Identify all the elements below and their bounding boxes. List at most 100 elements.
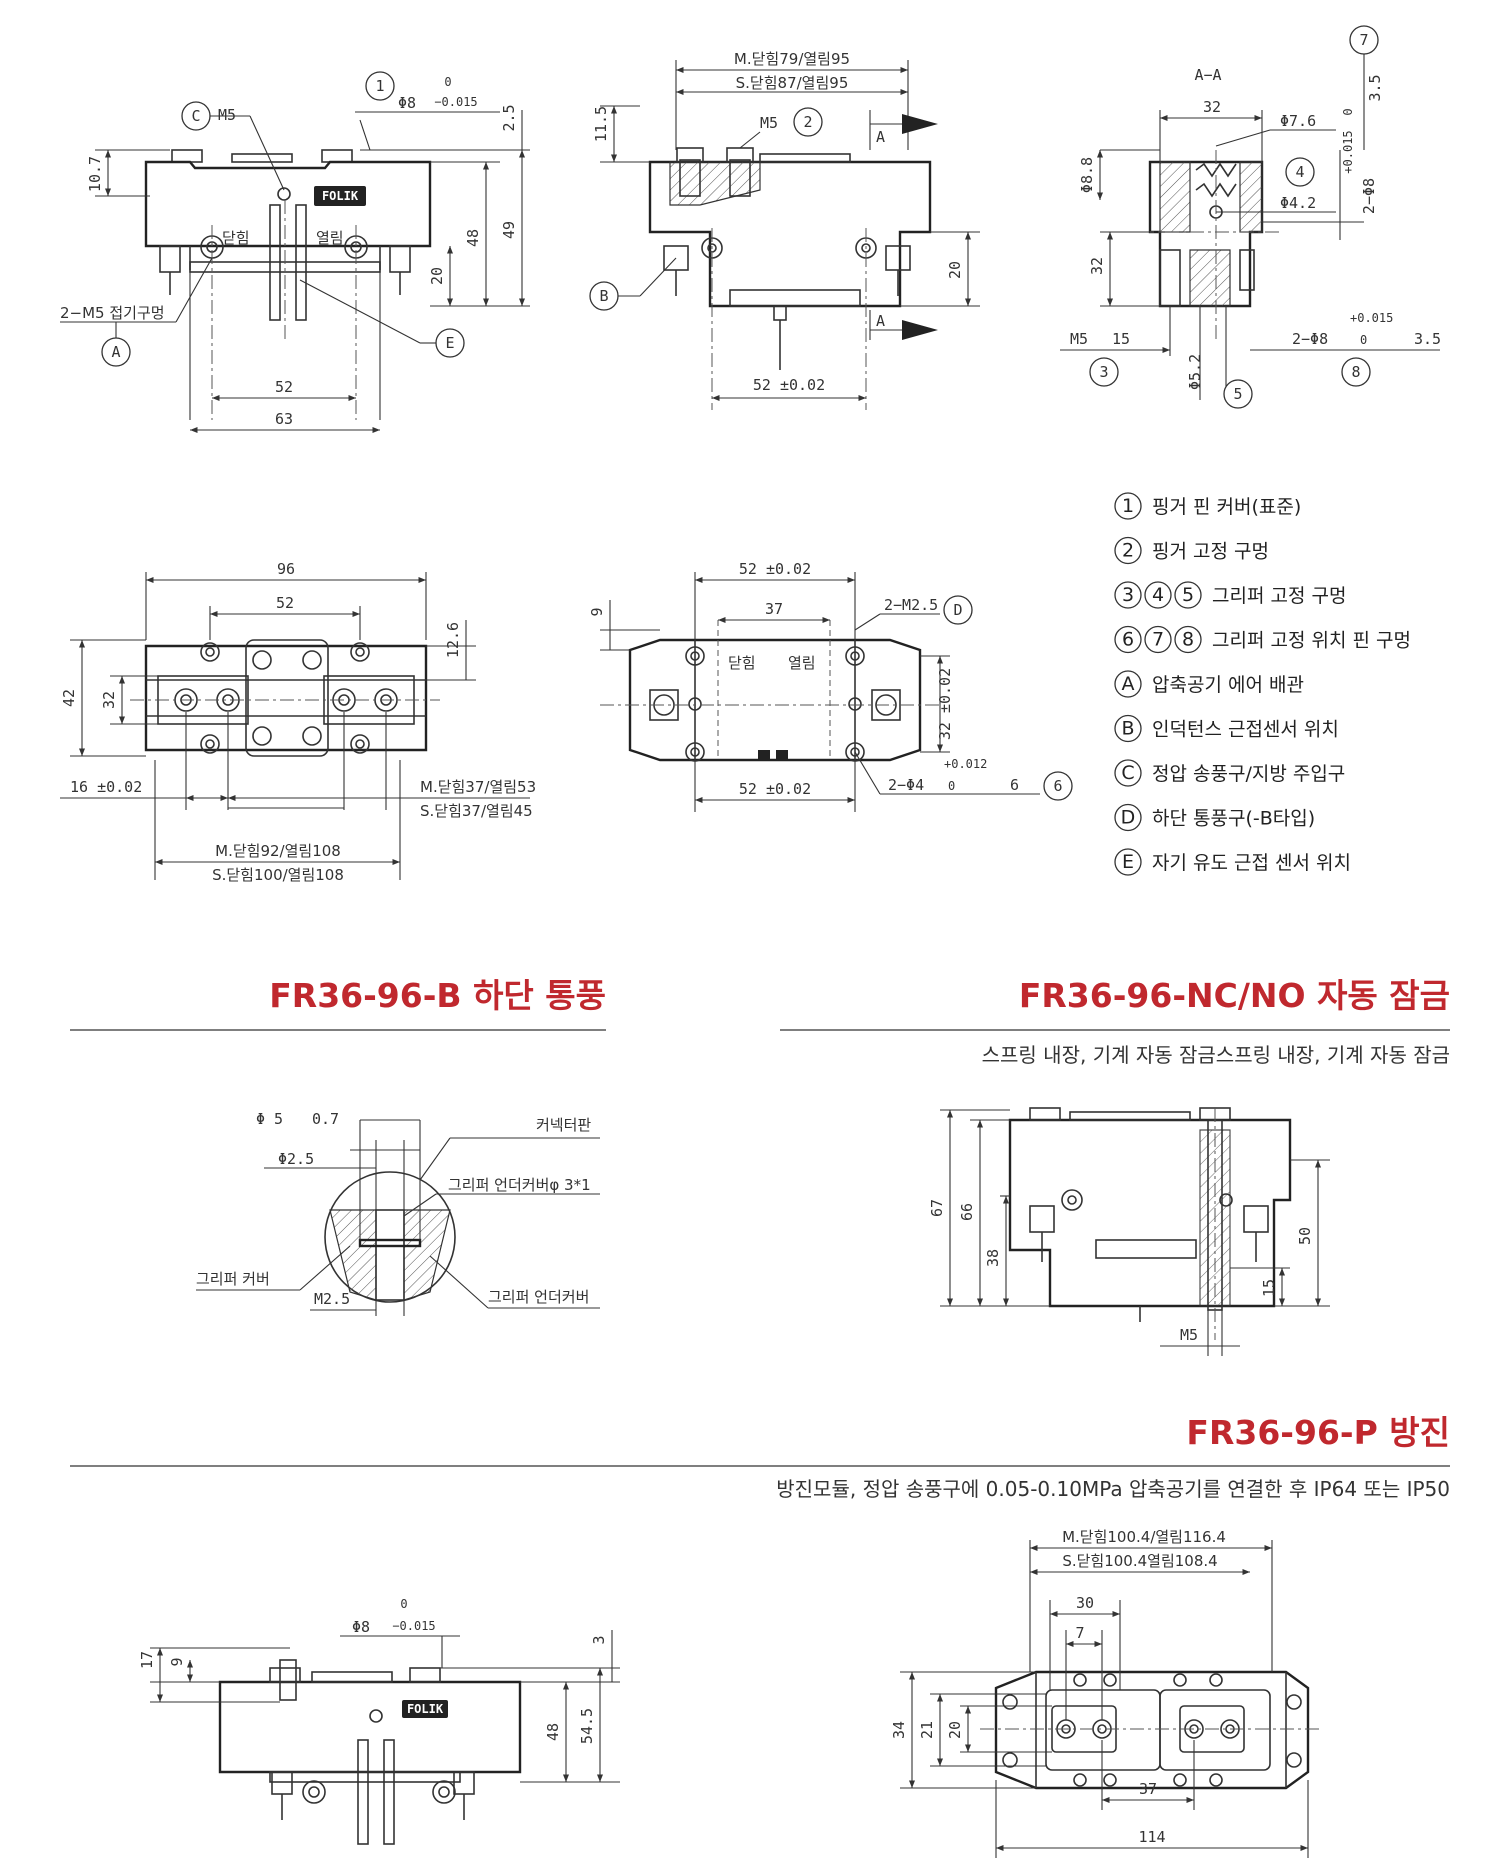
- legend-text: 그리퍼 고정 구멍: [1212, 585, 1346, 607]
- dim-m-close-open: M.닫힘37/열림53: [420, 778, 536, 796]
- dim-17: 17: [138, 1651, 156, 1669]
- legend-bubble: [1174, 581, 1202, 609]
- svg-text:B: B: [599, 287, 608, 305]
- dim-52-top: 52 ±0.02: [739, 560, 811, 578]
- dim-m-close-open-total: M.닫힘92/열림108: [215, 842, 341, 860]
- svg-text:7: 7: [1359, 31, 1368, 49]
- dim-depth-3-5: 3.5: [1366, 74, 1384, 101]
- drawing-bottom-view: 52 ±0.02 37 9 2−M2.5 D 닫힘 열림 32 ±0.02 52…: [588, 560, 1073, 812]
- dim-phi7-6: Φ7.6: [1280, 112, 1316, 130]
- legend-item: D 하단 통풍구(-B타입): [1114, 803, 1315, 832]
- svg-text:0: 0: [400, 1597, 407, 1611]
- dim-phi8: Φ8: [352, 1618, 370, 1636]
- desc-p: 방진모듈, 정압 송풍구에 0.05-0.10MPa 압축공기를 연결한 후 I…: [776, 1477, 1450, 1501]
- label-m5-depth: M5: [1070, 330, 1088, 348]
- dim-52: 52: [275, 378, 293, 396]
- label-air-port: 2−M5 접기구멍: [60, 304, 165, 322]
- dim-20: 20: [946, 261, 964, 279]
- dim-phi8-8: Φ8.8: [1078, 157, 1096, 193]
- svg-text:E: E: [445, 334, 454, 352]
- svg-text:4: 4: [1295, 163, 1304, 181]
- dim-depth-6: 6: [1010, 776, 1019, 794]
- label-close: 닫힘: [222, 229, 250, 247]
- dim-37: 37: [765, 600, 783, 618]
- dim-96: 96: [277, 560, 295, 578]
- svg-text:0: 0: [948, 779, 955, 793]
- legend-bubble-label: D: [1121, 807, 1136, 829]
- svg-text:+0.015: +0.015: [1350, 311, 1393, 325]
- callout-4: [1285, 157, 1315, 187]
- legend-bubble: [1114, 625, 1142, 654]
- legend-text: 하단 통풍구(-B타입): [1152, 808, 1315, 830]
- dim-63: 63: [275, 410, 293, 428]
- callout-5: [1223, 379, 1253, 409]
- label-open: 열림: [788, 654, 816, 672]
- dim-32-tol: 32 ±0.02: [936, 668, 954, 740]
- legend-bubble-label: 4: [1152, 584, 1164, 606]
- dim-48: 48: [544, 1723, 562, 1741]
- svg-text:1: 1: [375, 77, 384, 95]
- dim-49: 49: [500, 221, 518, 239]
- legend-bubble: [1114, 803, 1142, 832]
- legend-bubble-label: B: [1121, 718, 1134, 740]
- legend-bubble-label: 8: [1182, 629, 1194, 651]
- dim-32: 32: [100, 691, 118, 709]
- legend-bubble-label: 5: [1182, 584, 1194, 606]
- dim-10-7: 10.7: [86, 156, 104, 192]
- label-m5: M5: [1180, 1326, 1198, 1344]
- callout-6: [1043, 771, 1073, 801]
- dim-12-6: 12.6: [444, 622, 462, 658]
- dim-2-phi4: 2−Φ4: [888, 776, 924, 794]
- detail-b-vent: Φ 5 0.7 Φ2.5 커넥터판 그리퍼 언더커버φ 3*1 그리퍼 커버 M…: [196, 1110, 600, 1316]
- dim-m-close-open: M.닫힘100.4/열림116.4: [1062, 1528, 1226, 1546]
- svg-text:−0.015: −0.015: [392, 1619, 435, 1633]
- dim-depth-15: 15: [1112, 330, 1130, 348]
- legend-bubble-label: 6: [1122, 629, 1134, 651]
- dim-34: 34: [890, 1721, 908, 1739]
- label-m5: M5: [760, 114, 778, 132]
- drawing-top-view: 96 52 12.6 42 32 16 ±0.02 M.닫힘37/열림53 S.…: [60, 560, 536, 884]
- dim-32-vertical: 32: [1088, 257, 1106, 275]
- legend-bubble: [1144, 581, 1172, 609]
- section-title: A−A: [1194, 66, 1221, 84]
- dim-7: 7: [1075, 1624, 1084, 1642]
- drawing-front-view: FOLIK 52 63 48 49 20 2.5 10.7 1 Φ8 0 −0.…: [60, 71, 530, 434]
- dim-67: 67: [928, 1199, 946, 1217]
- svg-text:2: 2: [803, 113, 812, 131]
- dim-2-phi8: 2−Φ8: [1360, 178, 1378, 214]
- dim-s-close-open: S.닫힘100.4열림108.4: [1062, 1552, 1217, 1570]
- dim-phi5: Φ 5: [256, 1110, 283, 1128]
- dim-s-close-open: S.닫힘37/열림45: [420, 802, 533, 820]
- callout-2: [793, 107, 823, 137]
- legend-bubble: [1114, 714, 1142, 743]
- dim-9: 9: [588, 607, 606, 616]
- legend-bubble: [1174, 625, 1202, 654]
- dim-52-tol: 52 ±0.02: [753, 376, 825, 394]
- dim-2-phi8-b: 2−Φ8: [1292, 330, 1328, 348]
- legend-bubble: [1114, 670, 1142, 698]
- legend-text: 핑거 핀 커버(표준): [1152, 496, 1301, 518]
- dim-depth-3-5-b: 3.5: [1414, 330, 1441, 348]
- dim-3: 3: [590, 1635, 608, 1644]
- dim-38: 38: [984, 1249, 1002, 1267]
- svg-text:+0.015: +0.015: [1341, 130, 1355, 173]
- dim-2-5: 2.5: [500, 104, 518, 131]
- drawing-p-front: FOLIK Φ8 0 −0.015 17 9 3 48 54.5: [138, 1597, 620, 1845]
- dim-20: 20: [946, 1721, 964, 1739]
- dim-52: 52: [276, 594, 294, 612]
- legend-bubble-label: 1: [1122, 495, 1134, 517]
- legend-bubble: [1114, 581, 1142, 609]
- svg-text:5: 5: [1233, 385, 1242, 403]
- label-2-m2-5: 2−M2.5: [884, 596, 938, 614]
- section-mark-a-top: A: [876, 128, 885, 146]
- legend-bubble-label: 3: [1122, 584, 1134, 606]
- svg-text:0: 0: [444, 75, 451, 89]
- dim-114: 114: [1138, 1828, 1165, 1846]
- section-mark-a-bottom: A: [876, 312, 885, 330]
